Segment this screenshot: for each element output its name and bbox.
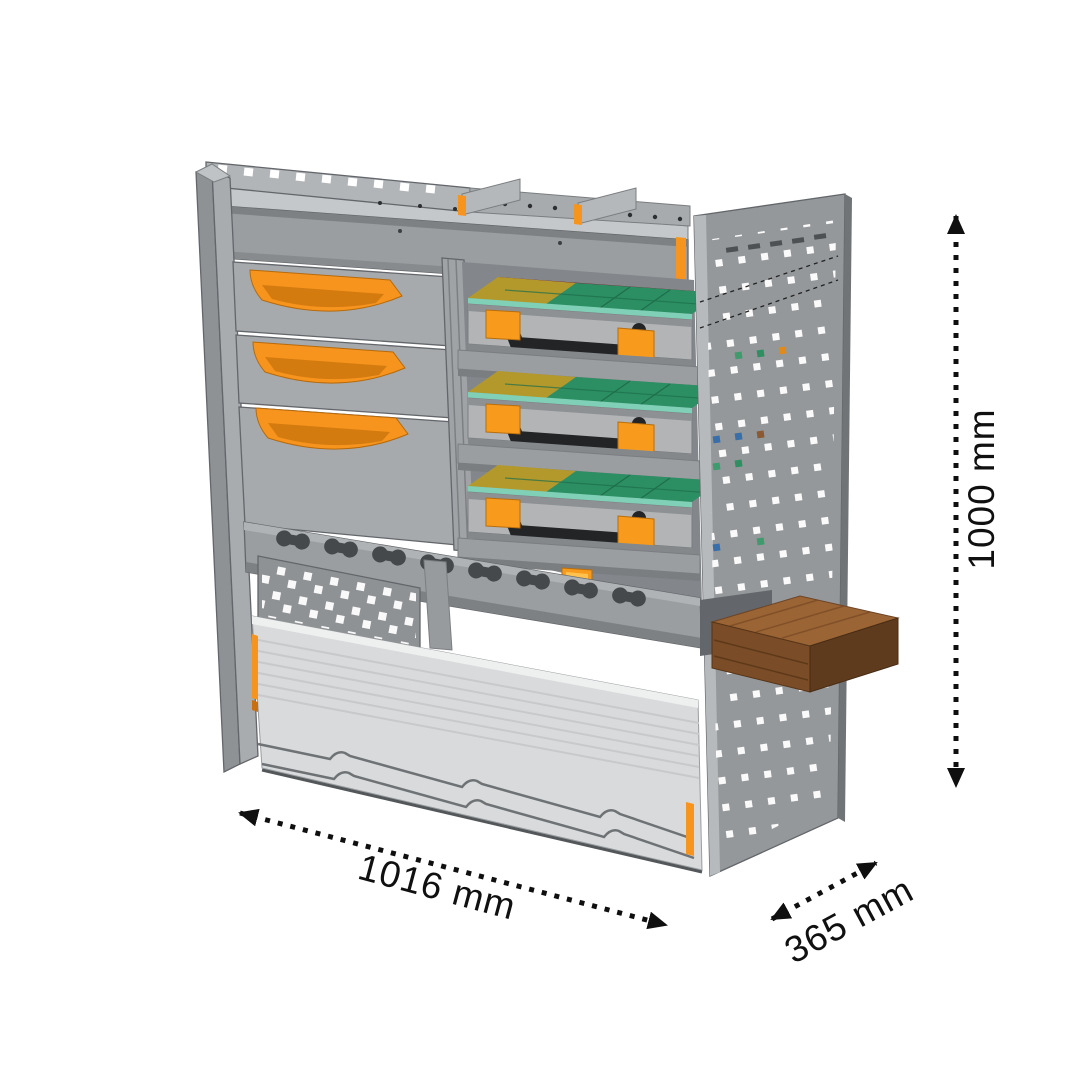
case-latch — [485, 497, 521, 529]
drawer-unit — [232, 261, 459, 546]
tray-divider — [574, 187, 637, 225]
perforated-side-panel — [693, 193, 852, 877]
wood-shelf-side — [809, 617, 899, 693]
center-divider-panel — [441, 257, 477, 553]
case-lid-edge — [468, 298, 692, 320]
case-latch — [617, 421, 655, 454]
case-lid-edge — [468, 392, 692, 414]
arch-cover-bracket — [686, 802, 694, 856]
case-lid-green — [546, 471, 722, 502]
depth-dimension: 365 mm — [770, 860, 920, 972]
depth-dimension-label: 365 mm — [778, 869, 920, 972]
top-shelf-tray — [205, 161, 691, 245]
left-upright-post — [194, 163, 259, 774]
side-panel-fold-line — [699, 255, 839, 303]
wood-grain — [713, 639, 809, 681]
drawer-handle-shadow — [268, 423, 390, 446]
storage-case-bay — [457, 262, 722, 606]
arch-cover-ridges — [252, 638, 700, 779]
case-lid-olive — [468, 465, 576, 492]
drawer — [235, 334, 455, 419]
divider-orange-tab — [574, 204, 582, 225]
case-lid-green — [546, 377, 722, 408]
wood-shelf — [710, 595, 900, 693]
case-latch — [485, 403, 521, 435]
wood-grain — [729, 599, 871, 639]
case-latch — [617, 327, 655, 360]
drawer-handle-shadow — [262, 285, 384, 308]
case-lid-olive — [468, 371, 576, 398]
support-post — [423, 559, 453, 651]
case-latch — [617, 515, 655, 548]
storage-case — [457, 465, 722, 585]
width-dimension-line — [238, 808, 668, 930]
side-panel-slots — [725, 233, 827, 253]
side-panel-colored-holes — [712, 346, 787, 552]
side-panel-front-fold — [694, 215, 720, 876]
drawer — [238, 406, 459, 546]
rail-corner-bracket — [676, 237, 686, 290]
case-lid-edge — [468, 486, 692, 508]
tray-divider — [458, 178, 521, 216]
case-latch — [485, 309, 521, 341]
height-dimension: 1000 mm — [947, 214, 1002, 788]
case-lid-green — [546, 283, 722, 314]
width-dimension-label: 1016 mm — [354, 846, 520, 927]
height-dimension-label: 1000 mm — [961, 408, 1002, 569]
drawer — [232, 261, 453, 347]
case-lid-olive — [468, 277, 576, 304]
wheel-arch-cover — [251, 615, 703, 874]
divider-orange-tab — [458, 195, 466, 216]
drawer-handle-shadow — [265, 357, 387, 380]
arch-cover-bracket — [252, 634, 258, 700]
side-panel-fold-line — [699, 279, 839, 329]
